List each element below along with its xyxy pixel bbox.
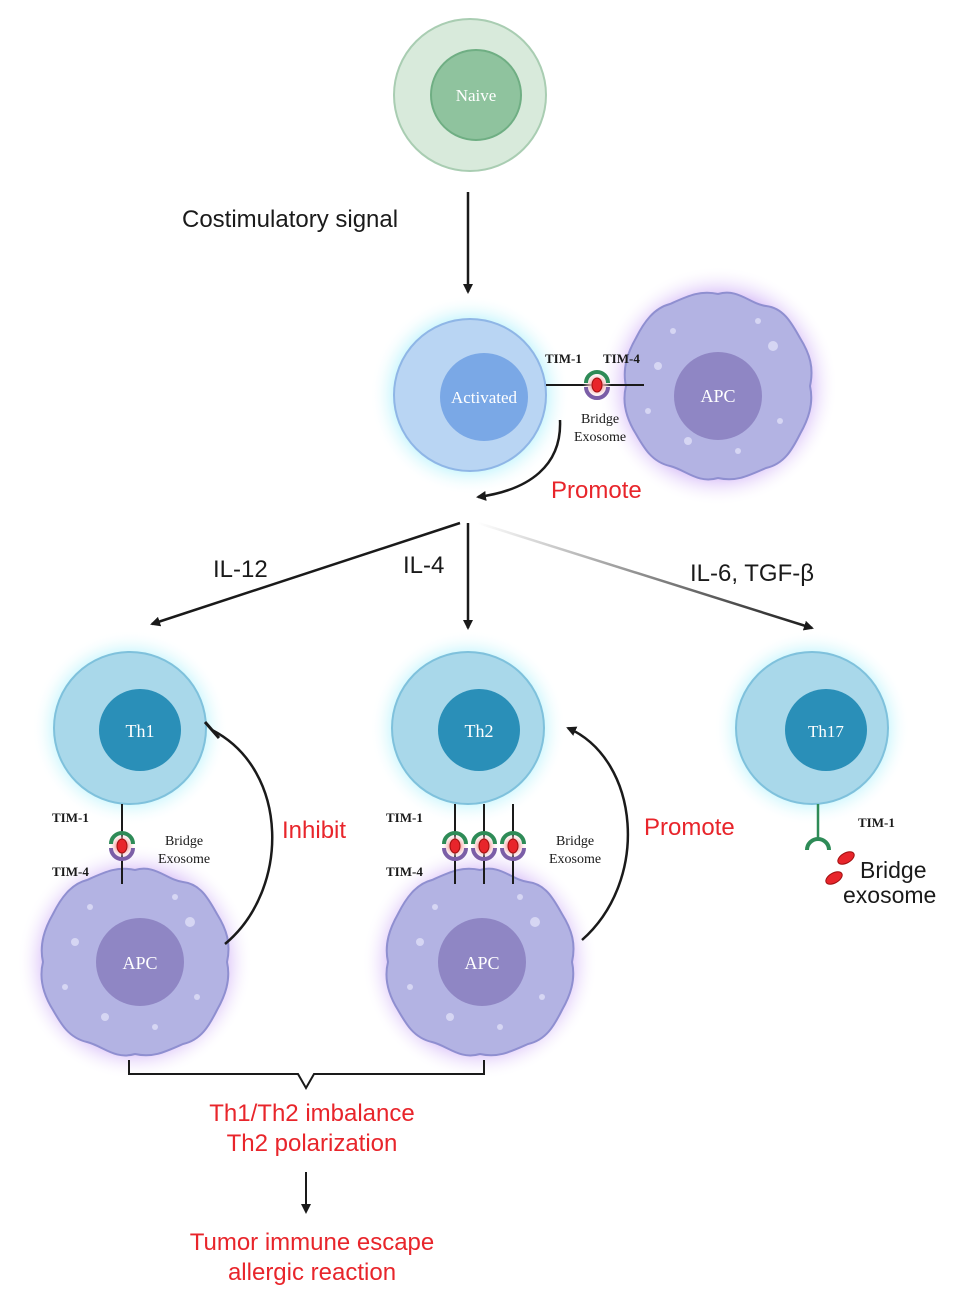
th1-label: Th1 [126,721,155,741]
apc-th1-label: APC [122,953,157,973]
inhibit-bar [203,721,221,739]
free-exosome-1 [837,851,855,865]
exosome-th2-label: Exosome [549,852,601,867]
imbalance-line1: Th1/Th2 imbalance [209,1100,414,1127]
exosome-th1-label: Exosome [158,852,210,867]
il6-arrow [477,521,814,631]
tim1-th2-label: TIM-1 [386,810,423,825]
promote-curve-arrow [476,419,562,501]
costimulatory-label: Costimulatory signal [182,206,398,233]
promote-th2-label: Promote [644,814,735,841]
bridge-th17-label: Bridge [860,857,926,883]
th2-label: Th2 [465,721,494,741]
tim4-th2-label: TIM-4 [386,864,423,879]
tim4-th1-label: TIM-4 [52,864,89,879]
tim4-top-label: TIM-4 [603,351,640,366]
bridge-exosome-top [581,370,613,400]
th1-cell: Th1 [32,630,228,826]
il12-arrow [150,521,461,627]
th17-label: Th17 [808,722,844,741]
activated-cell: Activated [370,295,570,495]
inhibit-curve [211,728,274,945]
promote-top-label: Promote [551,477,642,504]
exosome-top-label: Exosome [574,430,626,445]
result-line1: Tumor immune escape [190,1229,435,1256]
imbalance-line2: Th2 polarization [227,1130,398,1157]
il6-tgfb-label: IL-6, TGF-β [690,560,814,587]
th2-cell: Th2 [370,630,566,826]
bridge-exosome-th2-2 [468,831,500,861]
il12-label: IL-12 [213,556,268,583]
tim1-th17-label: TIM-1 [858,815,895,830]
il4-label: IL-4 [403,552,444,579]
grouping-bracket [128,1060,485,1091]
bridge-exosome-th1 [106,831,138,861]
apc-th2: APC [362,844,598,1080]
naive-label: Naive [456,86,497,105]
apc-th2-label: APC [464,953,499,973]
tim1-top-label: TIM-1 [545,351,582,366]
apc-th1: APC [17,844,253,1080]
promote-th2-curve-arrow [566,726,630,941]
bridge-top-label: Bridge [581,412,619,427]
tim1-th1-label: TIM-1 [52,810,89,825]
free-exosome-2 [825,871,843,885]
apc-top-label: APC [700,386,735,406]
activated-label: Activated [451,388,518,407]
exosome-th17-label: exosome [843,882,936,908]
bridge-exosome-th2-3 [497,831,529,861]
th17-tim1-receptor [805,837,831,851]
inhibit-label: Inhibit [282,817,346,844]
bridge-exosome-th2-1 [439,831,471,861]
bridge-th1-label: Bridge [165,834,203,849]
bridge-th2-label: Bridge [556,834,594,849]
naive-cell: Naive [393,18,547,172]
th17-cell: Th17 [714,630,910,826]
result-line2: allergic reaction [228,1259,396,1286]
apc-top: APC [598,266,838,506]
